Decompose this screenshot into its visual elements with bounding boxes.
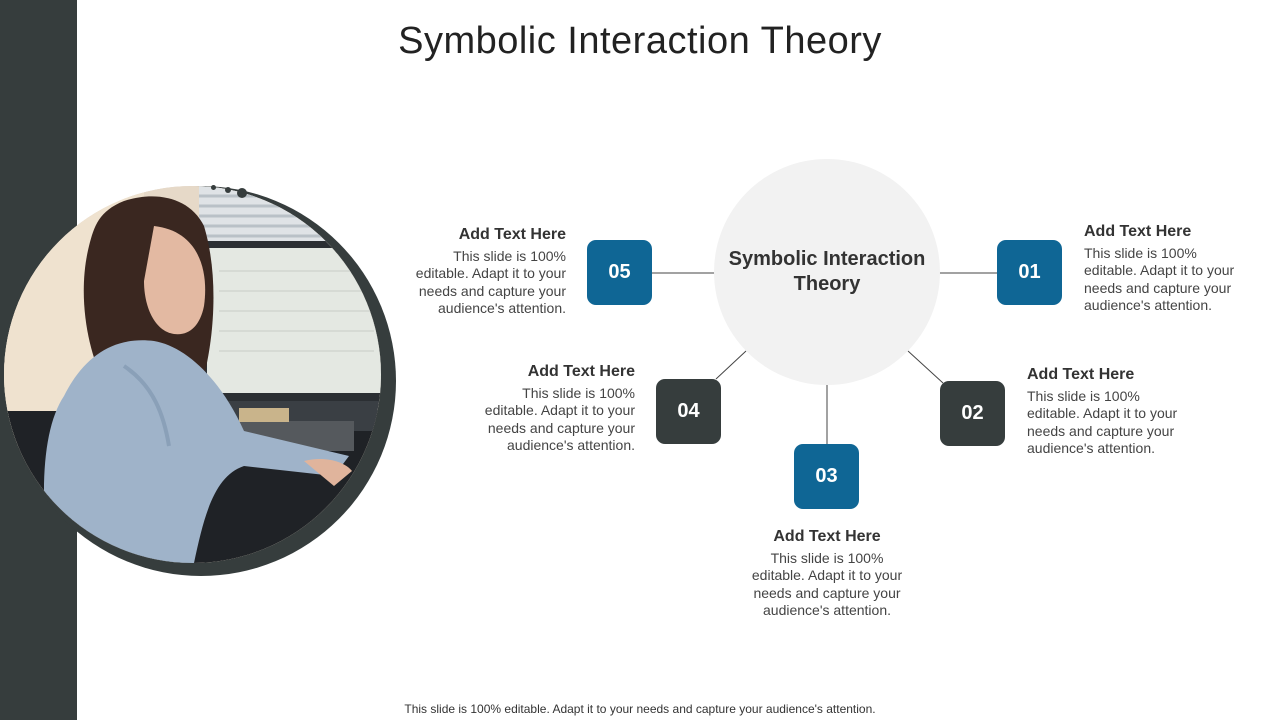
decor-dot-small: [211, 185, 216, 190]
badge-04: 04: [656, 379, 721, 444]
item-01-text: Add Text Here This slide is 100% editabl…: [1084, 223, 1244, 315]
item-01-heading: Add Text Here: [1084, 223, 1192, 240]
badge-05: 05: [587, 240, 652, 305]
badge-02: 02: [940, 381, 1005, 446]
item-02-text: Add Text Here This slide is 100% editabl…: [1027, 366, 1187, 458]
item-04-text: Add Text Here This slide is 100% editabl…: [475, 363, 635, 455]
item-05-text: Add Text Here This slide is 100% editabl…: [406, 226, 566, 318]
slide-title: Symbolic Interaction Theory: [398, 20, 882, 62]
item-04-heading: Add Text Here: [527, 363, 635, 380]
decor-dot-medium: [225, 187, 231, 193]
footer-note: This slide is 100% editable. Adapt it to…: [404, 702, 876, 716]
item-02-heading: Add Text Here: [1027, 366, 1135, 383]
item-01-body: This slide is 100% editable. Adapt it to…: [1084, 244, 1235, 314]
item-05-heading: Add Text Here: [458, 226, 566, 243]
item-04-body: This slide is 100% editable. Adapt it to…: [484, 384, 635, 454]
center-circle: Symbolic Interaction Theory: [714, 159, 940, 385]
item-03-body: This slide is 100% editable. Adapt it to…: [751, 549, 903, 619]
decor-dot-large: [237, 188, 247, 198]
item-02-body: This slide is 100% editable. Adapt it to…: [1027, 387, 1178, 457]
badge-01: 01: [997, 240, 1062, 305]
item-05-body: This slide is 100% editable. Adapt it to…: [415, 247, 566, 317]
badge-03: 03: [794, 444, 859, 509]
item-03-heading: Add Text Here: [773, 528, 881, 545]
center-label: Symbolic Interaction Theory: [728, 248, 926, 295]
item-03-text: Add Text Here This slide is 100% editabl…: [747, 528, 907, 620]
